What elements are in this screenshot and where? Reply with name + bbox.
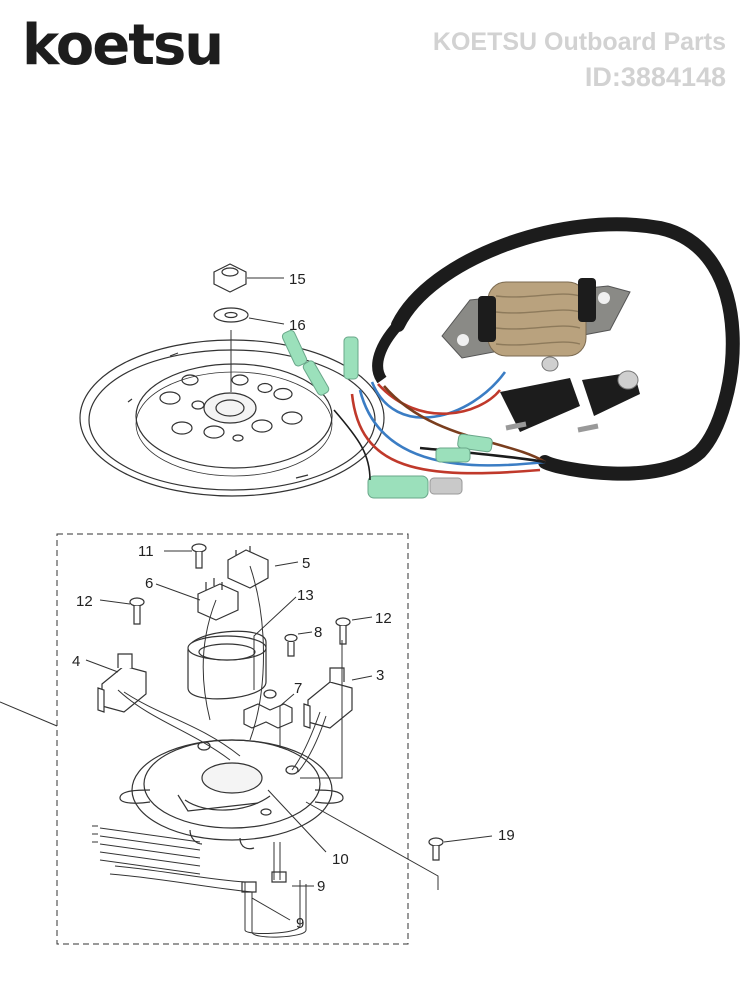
screws <box>129 543 444 893</box>
pulser-coil-right <box>303 667 353 729</box>
clip-part-6 <box>197 578 239 621</box>
wire-connectors <box>281 329 493 499</box>
callout-15: 15 <box>289 271 306 288</box>
callout-12-right: 12 <box>375 610 392 627</box>
callout-11: 11 <box>138 543 154 560</box>
callout-labels: 15 16 11 5 6 13 12 12 8 4 3 7 10 9 9 19 <box>72 271 515 932</box>
flywheel-drawing <box>79 339 385 497</box>
stator-lead-wires <box>92 565 327 938</box>
watermark-id: ID:3884148 <box>584 62 726 92</box>
callout-16: 16 <box>289 317 306 334</box>
callout-3: 3 <box>376 667 384 684</box>
callout-13: 13 <box>297 587 314 604</box>
callout-5: 5 <box>302 555 310 572</box>
clip-part-5 <box>227 546 269 589</box>
callout-8: 8 <box>314 624 322 641</box>
pulser-coil-left <box>97 653 147 713</box>
callout-9-upper: 9 <box>317 878 325 895</box>
coil-wires <box>350 371 546 475</box>
callout-12-left: 12 <box>76 593 93 610</box>
flywheel-nut <box>213 263 247 293</box>
group-leader-line <box>0 701 58 727</box>
callout-19: 19 <box>498 827 515 844</box>
stator-plate <box>119 739 344 850</box>
flywheel-washer <box>213 307 249 323</box>
charge-coil-photo <box>372 217 740 481</box>
callout-7: 7 <box>294 680 302 697</box>
callout-6: 6 <box>145 575 153 592</box>
koetsu-logo: koetsu <box>22 13 224 78</box>
stator-group-frame <box>56 533 409 945</box>
callout-4: 4 <box>72 653 80 670</box>
watermark-title: KOETSU Outboard Parts <box>432 28 726 56</box>
callout-10: 10 <box>332 851 349 868</box>
callout-leader-lines <box>85 277 493 921</box>
callout-9-lower: 9 <box>296 915 304 932</box>
coil-ring <box>187 630 267 700</box>
wire-clamp-7 <box>243 689 293 729</box>
